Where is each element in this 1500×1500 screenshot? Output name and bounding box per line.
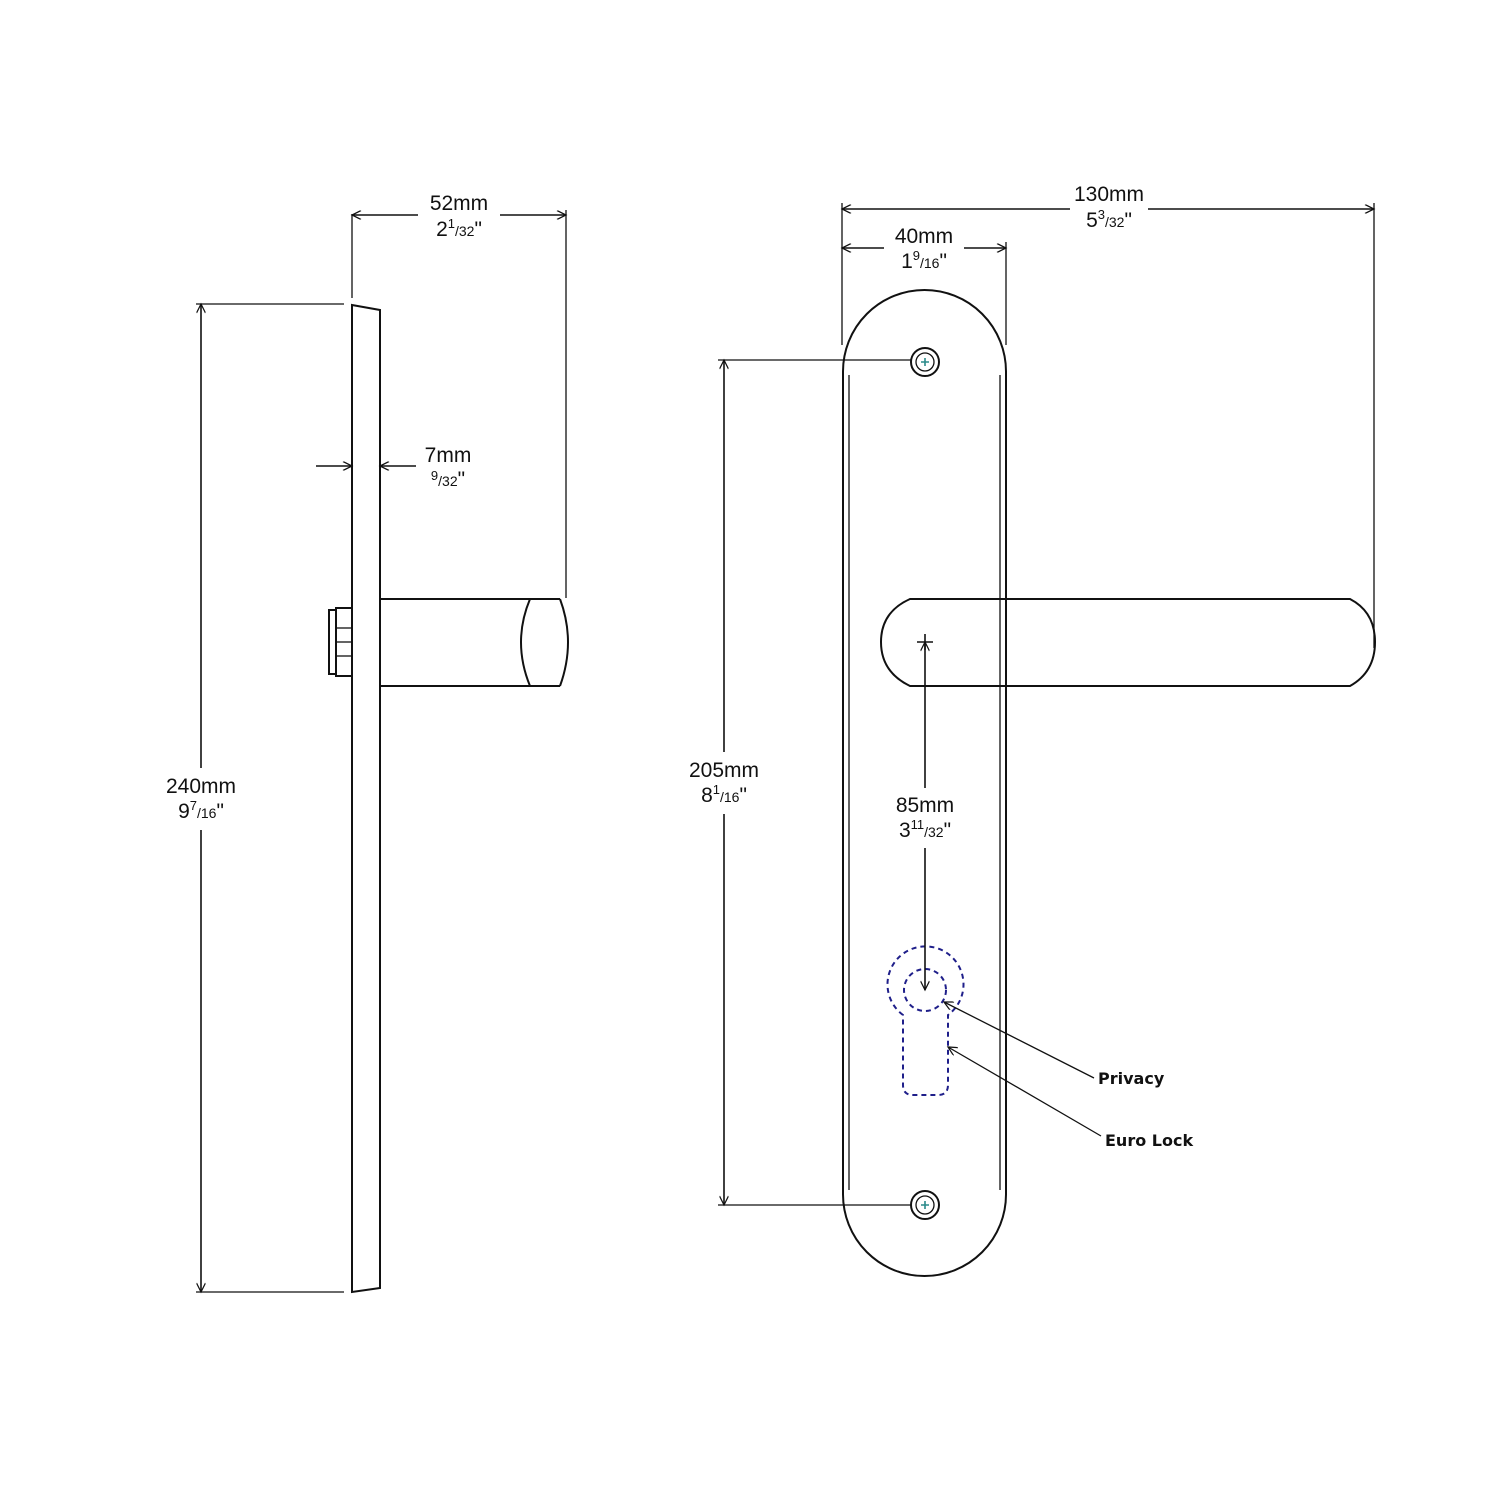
dim-205mm-imperial: 81/16" [701,782,747,807]
dim-130mm: 130mm 53/32" [842,183,1374,648]
dim-205mm-metric: 205mm [689,759,759,782]
dim-130mm-imperial: 53/32" [1086,207,1132,232]
front-view: 130mm 53/32" 40mm 19/16" 205mm 81/16" [689,183,1377,1277]
side-backplate [351,303,381,1294]
dim-52mm-metric: 52mm [430,192,488,215]
front-backplate [842,289,1007,1277]
screw-top-icon [910,347,940,377]
dim-40mm-imperial: 19/16" [901,248,947,273]
dim-130mm-metric: 130mm [1074,183,1144,206]
dim-40mm: 40mm 19/16" [842,225,1006,345]
euro-lock-cutout-icon [886,945,965,1096]
callout-euro-lock: Euro Lock [948,1047,1193,1150]
dim-52mm: 52mm 21/32" [352,192,566,598]
dim-7mm-metric: 7mm [425,444,472,467]
dim-85mm-imperial: 311/32" [899,817,951,842]
dim-85mm-metric: 85mm [896,794,954,817]
dim-240mm-metric: 240mm [166,775,236,798]
callout-privacy-label: Privacy [1098,1069,1165,1088]
dim-7mm-imperial: 9/32" [431,468,465,491]
side-view: 52mm 21/32" 7mm 9/32" 240mm 97/16" [166,192,569,1294]
dim-85mm: 85mm 311/32" [896,642,954,990]
dim-240mm-imperial: 97/16" [178,798,224,823]
side-lever [380,598,569,687]
front-lever [879,598,1377,687]
dim-40mm-metric: 40mm [895,225,953,248]
dim-205mm: 205mm 81/16" [689,360,911,1205]
dim-52mm-imperial: 21/32" [436,216,482,241]
dim-240mm: 240mm 97/16" [166,304,344,1292]
dim-7mm: 7mm 9/32" [316,444,471,491]
screw-bottom-icon [910,1190,940,1220]
side-spindle [328,607,353,677]
callout-euro-lock-label: Euro Lock [1105,1131,1193,1150]
privacy-cutout-icon [903,968,947,1012]
callout-privacy: Privacy [944,1002,1165,1088]
